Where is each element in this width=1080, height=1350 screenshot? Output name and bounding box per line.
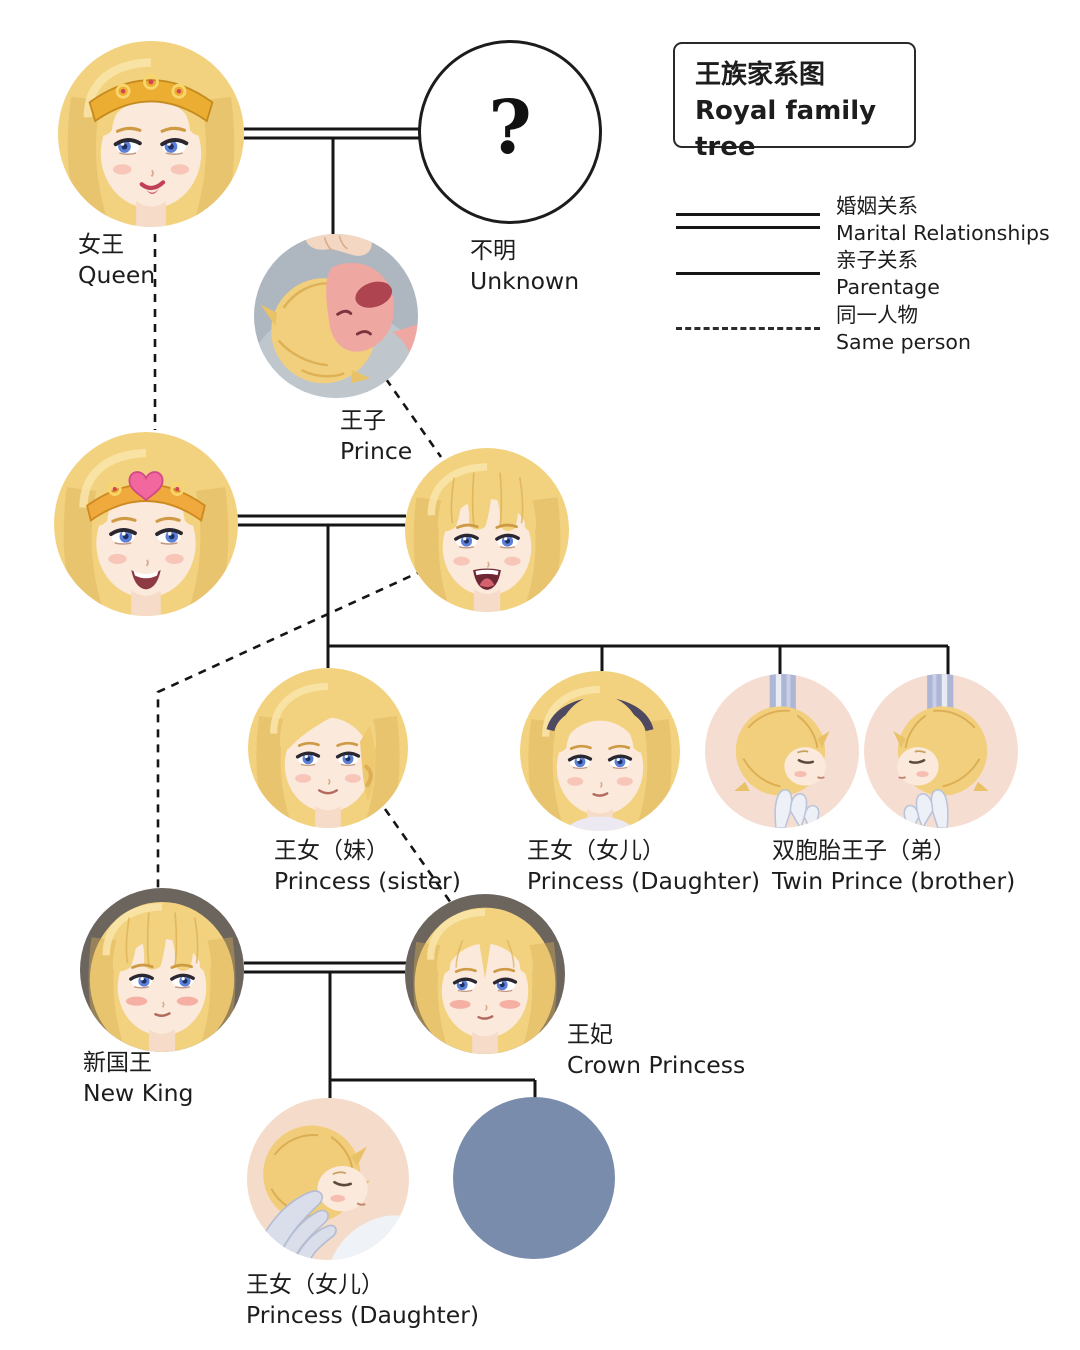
legend-parentage-en: Parentage bbox=[836, 275, 940, 299]
legend-text-parentage: 亲子关系 Parentage bbox=[836, 247, 940, 301]
legend-same-person-en: Same person bbox=[836, 330, 971, 354]
twin-prince-a-label-zh: 双胞胎王子（弟） bbox=[772, 838, 956, 864]
edge-m-newking-crown bbox=[244, 961, 406, 974]
legend-row-parentage: 亲子关系 Parentage bbox=[676, 247, 940, 301]
princess-sister-label: 王女（妹） Princess (sister) bbox=[274, 836, 461, 896]
crown-princess-label: 王妃 Crown Princess bbox=[567, 1020, 745, 1080]
queen-label-zh: 女王 bbox=[78, 232, 124, 258]
twin-prince-b-portrait bbox=[864, 674, 1018, 828]
parentage-line-swatch bbox=[676, 272, 820, 275]
unknown-label: 不明 Unknown bbox=[470, 236, 579, 296]
new-king-label-en: New King bbox=[83, 1079, 194, 1107]
new-king-label: 新国王 New King bbox=[83, 1048, 193, 1108]
title-zh: 王族家系图 bbox=[695, 60, 826, 90]
new-king-portrait bbox=[80, 888, 244, 1052]
legend-row-same-person: 同一人物 Same person bbox=[676, 302, 971, 356]
princess-daughter-label-zh: 王女（女儿） bbox=[527, 838, 665, 864]
legend-same-person-zh: 同一人物 bbox=[836, 303, 918, 327]
node-princess-daughter-2 bbox=[247, 1098, 409, 1260]
legend-text-marriage: 婚姻关系 Marital Relationships bbox=[836, 193, 1050, 247]
legend-parentage-zh: 亲子关系 bbox=[836, 248, 918, 272]
queen-portrait bbox=[58, 41, 244, 227]
queen-later-portrait bbox=[54, 432, 238, 616]
crown-princess-portrait bbox=[405, 894, 565, 1054]
edge-m-queenlater-girl bbox=[236, 514, 406, 527]
princess-sister-label-en: Princess (sister) bbox=[274, 867, 461, 895]
title-en: Royal family tree bbox=[695, 96, 877, 162]
prince-label-en: Prince bbox=[340, 437, 413, 465]
edge-s-prince bbox=[384, 378, 443, 458]
edge-m-queen-unknown bbox=[242, 127, 419, 140]
node-crown-princess bbox=[405, 894, 565, 1054]
prince-as-girl-portrait bbox=[405, 448, 569, 612]
prince-portrait bbox=[254, 234, 418, 398]
new-king-label-zh: 新国王 bbox=[83, 1050, 152, 1076]
node-queen-later bbox=[54, 432, 238, 616]
edge-s-crown bbox=[383, 808, 453, 904]
princess-daughter-2-portrait bbox=[247, 1098, 409, 1260]
queen-label: 女王 Queen bbox=[78, 230, 155, 290]
princess-sister-portrait bbox=[248, 668, 408, 828]
crown-princess-label-zh: 王妃 bbox=[567, 1022, 613, 1048]
title-box: 王族家系图 Royal family tree bbox=[673, 42, 916, 162]
legend-marriage-en: Marital Relationships bbox=[836, 221, 1050, 245]
princess-daughter-2-label: 王女（女儿） Princess (Daughter) bbox=[246, 1270, 479, 1330]
princess-daughter-portrait bbox=[520, 671, 680, 831]
question-mark-icon: ? bbox=[488, 85, 532, 171]
node-princess-daughter bbox=[520, 671, 680, 831]
node-unknown: ? bbox=[418, 40, 602, 224]
queen-label-en: Queen bbox=[78, 261, 156, 289]
node-prince bbox=[254, 234, 418, 398]
node-princess-sister bbox=[248, 668, 408, 828]
unknown-label-zh: 不明 bbox=[470, 238, 516, 264]
node-unknown-child bbox=[453, 1097, 615, 1259]
node-twin-prince-b bbox=[864, 674, 1018, 828]
princess-daughter-label: 王女（女儿） Princess (Daughter) bbox=[527, 836, 760, 896]
legend-marriage-zh: 婚姻关系 bbox=[836, 194, 918, 218]
princess-daughter-label-en: Princess (Daughter) bbox=[527, 867, 761, 895]
marriage-line-swatch bbox=[676, 213, 820, 229]
legend-row-marriage: 婚姻关系 Marital Relationships bbox=[676, 193, 1050, 247]
node-new-king bbox=[80, 888, 244, 1052]
unknown-label-en: Unknown bbox=[470, 267, 580, 295]
princess-daughter-2-label-zh: 王女（女儿） bbox=[246, 1272, 384, 1298]
prince-label-zh: 王子 bbox=[340, 408, 386, 434]
same-person-line-swatch bbox=[676, 327, 820, 330]
node-queen bbox=[58, 41, 244, 227]
edge-s-newking bbox=[156, 568, 425, 889]
legend-text-same-person: 同一人物 Same person bbox=[836, 302, 971, 356]
princess-daughter-2-label-en: Princess (Daughter) bbox=[246, 1301, 480, 1329]
twin-prince-a-label: 双胞胎王子（弟） Twin Prince (brother) bbox=[772, 836, 1015, 896]
crown-princess-label-en: Crown Princess bbox=[567, 1051, 746, 1079]
princess-sister-label-zh: 王女（妹） bbox=[274, 838, 389, 864]
prince-label: 王子 Prince bbox=[340, 406, 412, 466]
twin-prince-a-portrait bbox=[705, 674, 859, 828]
node-prince-as-girl bbox=[405, 448, 569, 612]
twin-prince-a-label-en: Twin Prince (brother) bbox=[772, 867, 1016, 895]
node-twin-prince-a bbox=[705, 674, 859, 828]
